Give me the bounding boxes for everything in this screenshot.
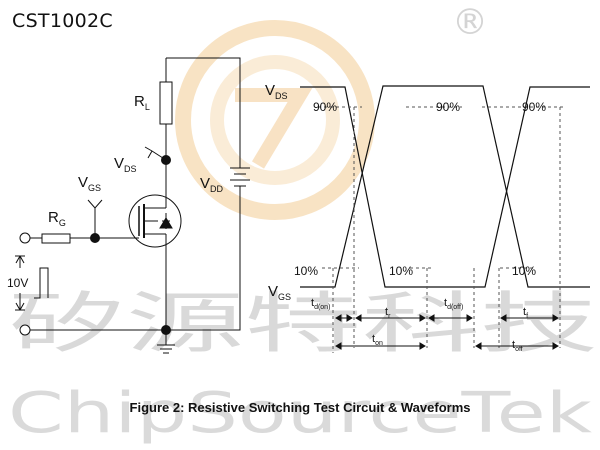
vds-waveform-label: VDS (265, 82, 288, 101)
tr-label: tr (385, 306, 391, 320)
watermark-english: ChipSourceTek (8, 381, 593, 446)
reference-lines (318, 106, 566, 353)
label-90-third: 90% (522, 100, 546, 114)
label-90-first: 90% (313, 100, 337, 114)
vgs-waveform-label: VGS (268, 283, 291, 302)
rl-label: RL (134, 93, 150, 112)
rg-label: RG (48, 209, 66, 228)
td-on-label: td(on) (311, 297, 330, 311)
amplitude-arrows (15, 255, 25, 311)
watermark-chinese: 矽源特科技 (8, 285, 598, 362)
figure-caption: Figure 2: Resistive Switching Test Circu… (129, 400, 471, 415)
vds-waveform (300, 85, 590, 288)
circuit-labels: RL VDS VGS RG VDD 10V (7, 93, 224, 290)
timing-guides (332, 107, 561, 353)
test-circuit (15, 57, 250, 354)
input-terminal (19, 232, 31, 244)
vds-probe (144, 146, 167, 161)
vdd-label: VDD (200, 175, 224, 194)
supply-battery (166, 162, 250, 331)
load-resistor (159, 81, 173, 125)
waveforms: VDS VGS 90% 90% 90% 10% 10% 10% td(on) t… (265, 82, 590, 353)
mosfet (128, 194, 182, 248)
td-off-label: td(off) (444, 297, 463, 311)
vds-circuit-label: VDS (114, 155, 137, 174)
part-number: CST1002C (12, 10, 113, 32)
label-10-second: 10% (389, 264, 413, 278)
vgs-probe (87, 199, 103, 238)
ground-terminal (19, 324, 31, 336)
vgs-circuit-label: VGS (78, 174, 101, 193)
label-90-second: 90% (436, 100, 460, 114)
ton-label: ton (372, 333, 383, 347)
timing-arrows (335, 314, 559, 350)
label-10-third: 10% (512, 264, 536, 278)
vgs-waveform (300, 86, 590, 288)
pulse-amplitude-label: 10V (7, 276, 28, 290)
registered-mark: ® (452, 2, 488, 43)
gate-resistor (41, 233, 71, 244)
ground-symbol (157, 330, 175, 354)
tf-label: tf (523, 306, 528, 320)
label-10-first: 10% (294, 264, 318, 278)
toff-label: toff (512, 339, 523, 353)
input-pulse-symbol (34, 267, 49, 299)
watermark: ® 矽源特科技 ChipSourceTek (8, 2, 598, 446)
amplitude-marker (15, 255, 25, 311)
watermark-logo (175, 20, 375, 220)
drain-supply-wire (166, 57, 241, 162)
